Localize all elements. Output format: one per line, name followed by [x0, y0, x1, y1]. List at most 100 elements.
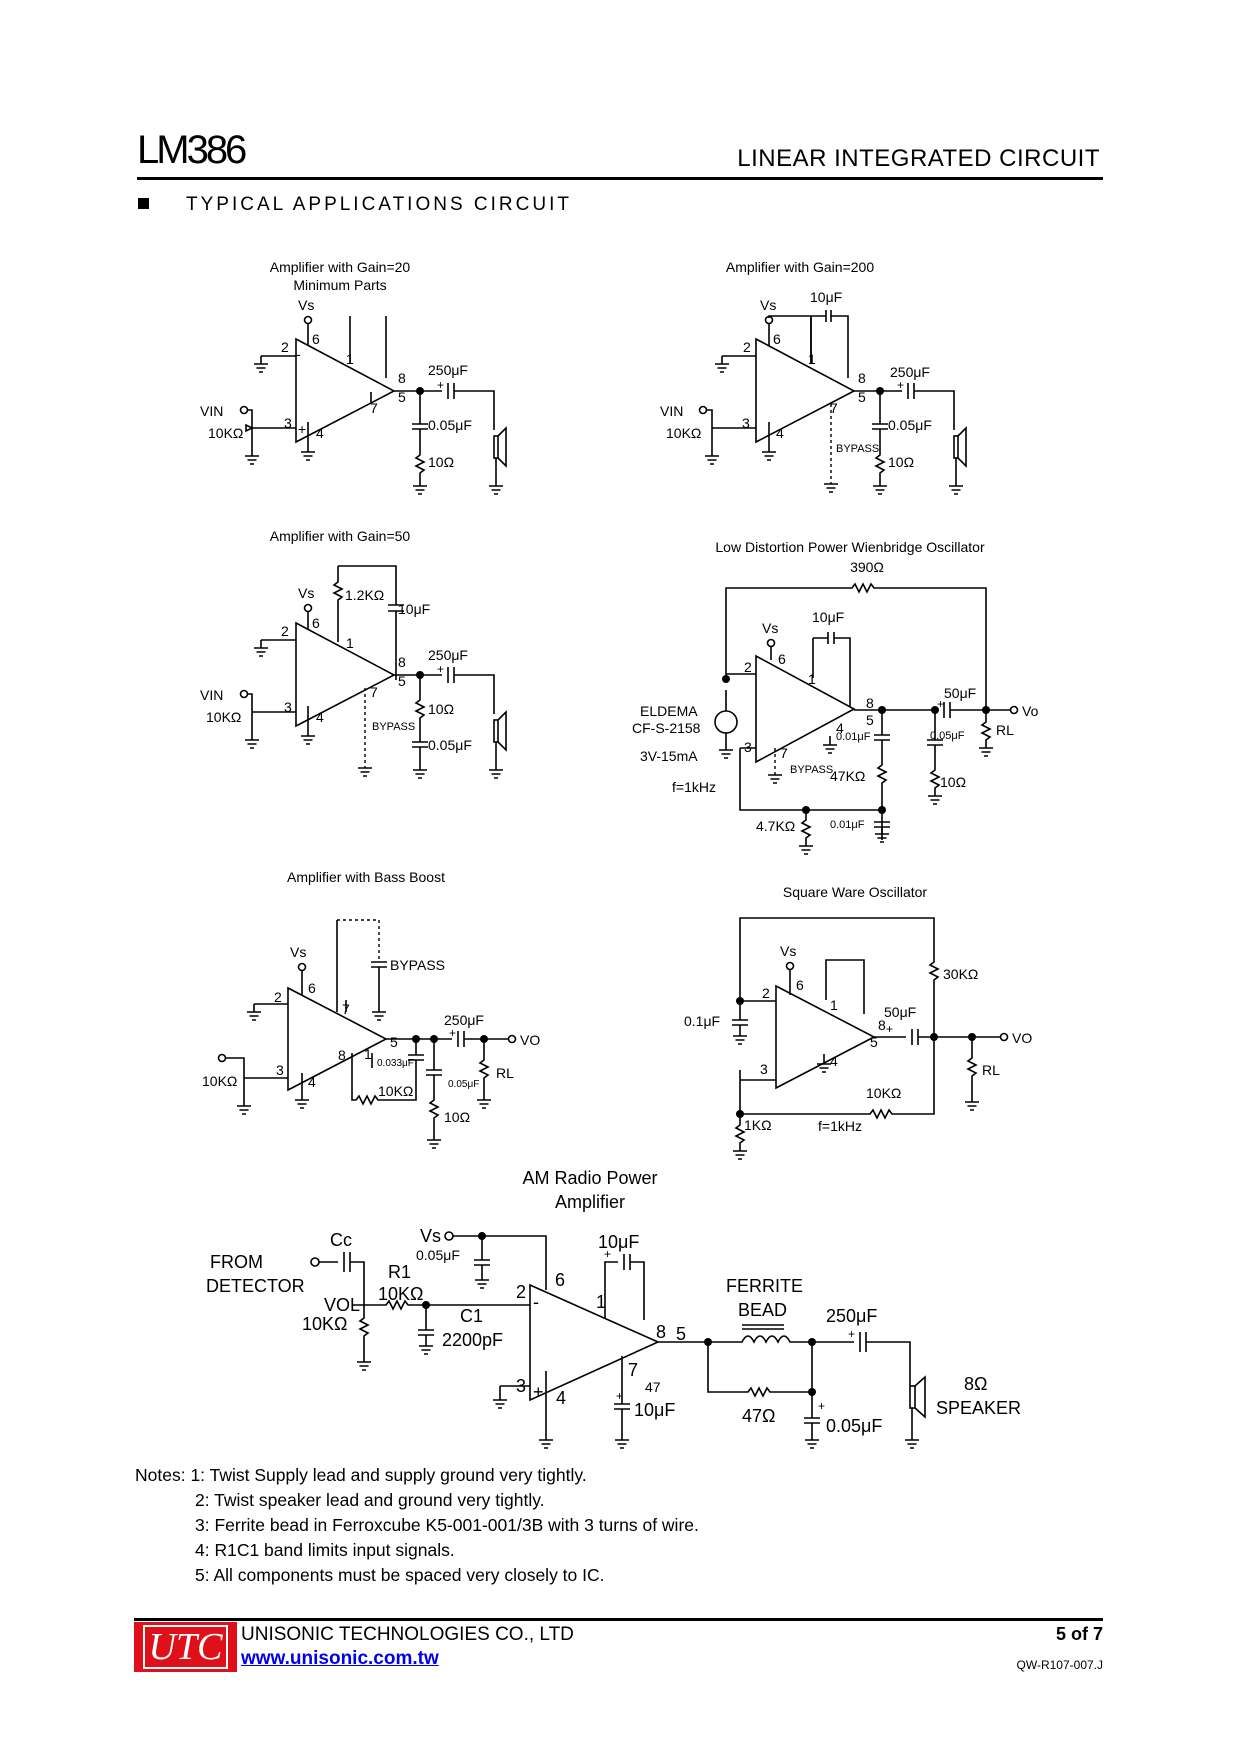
svg-text:7: 7: [780, 745, 788, 761]
svg-text:0.05μF: 0.05μF: [416, 1247, 460, 1263]
website-link[interactable]: www.unisonic.com.tw: [241, 1648, 439, 1669]
svg-text:+: +: [886, 1022, 893, 1036]
svg-text:Cc: Cc: [330, 1230, 352, 1250]
svg-text:8: 8: [656, 1322, 666, 1342]
svg-text:VIN: VIN: [200, 687, 223, 703]
svg-text:5: 5: [858, 389, 866, 405]
svg-text:4: 4: [830, 1053, 838, 1069]
svg-text:0.05μF: 0.05μF: [826, 1416, 882, 1436]
svg-text:10KΩ: 10KΩ: [202, 1073, 237, 1089]
svg-text:2: 2: [744, 659, 752, 675]
svg-text:10μF: 10μF: [810, 289, 842, 305]
svg-text:C1: C1: [460, 1306, 483, 1326]
svg-text:10Ω: 10Ω: [428, 454, 454, 470]
circuit-bass-boost: Amplifier with Bass Boost Vs BYPASS 26 7…: [202, 869, 540, 1149]
svg-text:VIN: VIN: [200, 403, 223, 419]
note-item: 4: R1C1 band limits input signals.: [195, 1540, 455, 1560]
svg-text:10Ω: 10Ω: [428, 701, 454, 717]
svg-text:VO: VO: [1012, 1030, 1032, 1046]
svg-text:50μF: 50μF: [884, 1004, 916, 1020]
svg-text:RL: RL: [496, 1065, 514, 1081]
svg-text:2: 2: [274, 989, 282, 1005]
circuit-title: Square Ware Oscillator: [783, 884, 928, 900]
svg-text:+: +: [449, 1026, 456, 1040]
svg-text:4: 4: [836, 720, 844, 736]
circuit-wienbridge-oscillator: Low Distortion Power Wienbridge Oscillat…: [632, 539, 1039, 855]
svg-text:VIN: VIN: [660, 403, 683, 419]
header-rule: [137, 177, 1103, 180]
svg-text:10KΩ: 10KΩ: [206, 709, 241, 725]
company-logo: UTC: [134, 1622, 237, 1672]
svg-text:10KΩ: 10KΩ: [378, 1284, 423, 1304]
svg-text:+: +: [298, 421, 306, 437]
svg-text:BYPASS: BYPASS: [790, 764, 833, 776]
svg-text:1: 1: [346, 351, 354, 367]
svg-text:10μF: 10μF: [598, 1232, 639, 1252]
notes: Notes: 1: Twist Supply lead and supply g…: [135, 1463, 699, 1588]
svg-text:1: 1: [830, 997, 838, 1013]
svg-text:5: 5: [398, 673, 406, 689]
circuit-title: AM Radio Power: [522, 1168, 657, 1188]
section-bullet-icon: [138, 198, 149, 209]
svg-text:BYPASS: BYPASS: [372, 721, 415, 733]
svg-text:7: 7: [370, 400, 378, 416]
svg-text:8: 8: [878, 1017, 886, 1033]
svg-text:0.1μF: 0.1μF: [684, 1013, 720, 1029]
svg-text:0.05μF: 0.05μF: [428, 417, 472, 433]
svg-text:7: 7: [342, 1001, 350, 1017]
svg-text:2: 2: [516, 1282, 526, 1302]
svg-text:VOL: VOL: [324, 1295, 360, 1315]
svg-text:+: +: [616, 1389, 623, 1403]
svg-text:30KΩ: 30KΩ: [943, 966, 978, 982]
svg-text:-: -: [296, 346, 301, 362]
svg-text:6: 6: [312, 615, 320, 631]
part-number: LM386: [137, 128, 247, 172]
svg-text:+: +: [848, 1327, 855, 1341]
svg-text:BEAD: BEAD: [738, 1300, 787, 1320]
svg-text:ELDEMA: ELDEMA: [640, 703, 698, 719]
svg-text:2: 2: [281, 339, 289, 355]
svg-text:6: 6: [308, 980, 316, 996]
document-number: QW-R107-007.J: [1016, 1658, 1103, 1672]
svg-text:Vs: Vs: [762, 620, 778, 636]
svg-text:4: 4: [776, 425, 784, 441]
svg-text:0.01μF: 0.01μF: [836, 731, 871, 743]
svg-text:+: +: [437, 378, 444, 392]
svg-text:+: +: [604, 1247, 611, 1261]
svg-text:0.01μF: 0.01μF: [830, 819, 865, 831]
svg-text:10Ω: 10Ω: [888, 454, 914, 470]
svg-text:3: 3: [744, 739, 752, 755]
svg-text:3: 3: [760, 1061, 768, 1077]
svg-text:10KΩ: 10KΩ: [866, 1085, 901, 1101]
svg-text:250μF: 250μF: [428, 647, 468, 663]
circuit-subtitle: Amplifier: [555, 1192, 625, 1212]
svg-text:2: 2: [281, 623, 289, 639]
svg-text:8: 8: [398, 370, 406, 386]
svg-text:Vs: Vs: [420, 1226, 441, 1246]
section-title: TYPICAL APPLICATIONS CIRCUIT: [186, 194, 572, 215]
svg-text:+: +: [437, 662, 444, 676]
svg-text:1: 1: [808, 671, 816, 687]
circuit-title: Amplifier with Gain=50: [270, 528, 411, 544]
svg-text:1KΩ: 1KΩ: [744, 1117, 772, 1133]
svg-text:6: 6: [778, 651, 786, 667]
svg-text:Vs: Vs: [780, 943, 796, 959]
circuit-title: Amplifier with Bass Boost: [287, 869, 445, 885]
svg-text:4: 4: [316, 425, 324, 441]
note-item: 1: Twist Supply lead and supply ground v…: [190, 1465, 587, 1485]
page-number: 5 of 7: [1055, 1624, 1103, 1644]
svg-text:7: 7: [370, 684, 378, 700]
note-item: 5: All components must be spaced very cl…: [195, 1565, 605, 1585]
document-type: LINEAR INTEGRATED CIRCUIT: [737, 145, 1100, 172]
svg-text:3: 3: [742, 415, 750, 431]
circuit-gain-20: Amplifier with Gain=20 Minimum Parts Vs …: [200, 259, 507, 495]
svg-text:R1: R1: [388, 1262, 411, 1282]
svg-text:1: 1: [596, 1292, 606, 1312]
svg-text:FERRITE: FERRITE: [726, 1276, 803, 1296]
circuit-title: Low Distortion Power Wienbridge Oscillat…: [715, 539, 985, 555]
svg-text:5: 5: [676, 1324, 686, 1344]
svg-text:RL: RL: [996, 722, 1014, 738]
note-item: 3: Ferrite bead in Ferroxcube K5-001-001…: [195, 1515, 699, 1535]
